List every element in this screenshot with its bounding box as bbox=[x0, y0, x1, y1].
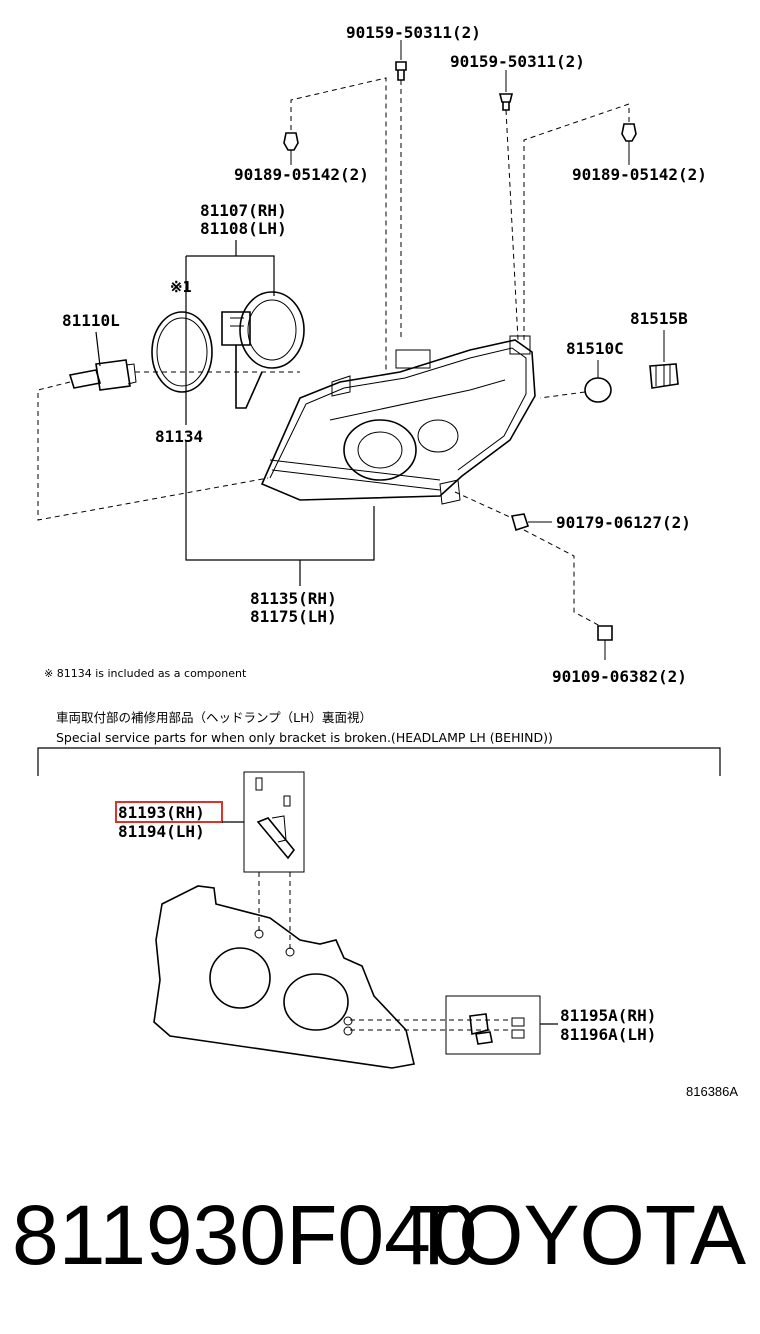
label-81175: 81175(LH) bbox=[250, 607, 337, 626]
clip-90189-left bbox=[283, 132, 299, 165]
brand-name: TOYOTA bbox=[408, 1188, 746, 1282]
caption-bar: 811930F040 TOYOTA bbox=[0, 1180, 760, 1290]
label-90179: 90179-06127(2) bbox=[556, 513, 691, 532]
bracket-81193-part bbox=[255, 777, 296, 860]
label-81110L: 81110L bbox=[62, 311, 120, 330]
label-81135: 81135(RH) bbox=[250, 589, 337, 608]
socket-81515B bbox=[649, 330, 679, 389]
section-frame bbox=[37, 747, 721, 776]
headlamp-back-view bbox=[153, 885, 415, 1069]
label-90109: 90109-06382(2) bbox=[552, 667, 687, 686]
component-note: ※ 81134 is included as a component bbox=[44, 667, 247, 680]
cap-81510C bbox=[584, 360, 612, 403]
label-81194: 81194(LH) bbox=[118, 822, 205, 841]
diagram-reference: 816386A bbox=[686, 1084, 738, 1099]
label-81108: 81108(LH) bbox=[200, 219, 287, 238]
label-90189-left: 90189-05142(2) bbox=[234, 165, 369, 184]
label-90159-left: 90159-50311(2) bbox=[346, 23, 481, 42]
label-90189-right: 90189-05142(2) bbox=[572, 165, 707, 184]
section-title-en: Special service parts for when only brac… bbox=[56, 730, 553, 745]
bolt-90159-left bbox=[395, 40, 407, 81]
parts-diagram: 90159-50311(2) 90159-50311(2) 90189-0514… bbox=[37, 23, 738, 1099]
label-81107: 81107(RH) bbox=[200, 201, 287, 220]
label-81195A: 81195A(RH) bbox=[560, 1006, 656, 1025]
bracket-box-lower bbox=[445, 995, 541, 1055]
label-81134: 81134 bbox=[155, 427, 203, 446]
bulb-81110L bbox=[68, 359, 137, 391]
clip-90189-right bbox=[621, 123, 637, 165]
ballast-unit bbox=[221, 291, 305, 409]
note-marker-1: ※1 bbox=[170, 278, 192, 296]
section-title-jp: 車両取付部の補修用部品（ヘッドランプ（LH）裏面視） bbox=[56, 710, 372, 725]
part-number: 811930F040 bbox=[12, 1188, 478, 1282]
label-81515B: 81515B bbox=[630, 309, 688, 328]
bolt-90159-right bbox=[498, 70, 514, 111]
label-90159-right: 90159-50311(2) bbox=[450, 52, 585, 71]
screw-90109 bbox=[597, 625, 613, 660]
bracket-81195A-part bbox=[469, 1013, 525, 1045]
label-81510C: 81510C bbox=[566, 339, 624, 358]
headlamp-housing bbox=[260, 335, 536, 505]
bracket-box-upper bbox=[243, 771, 305, 873]
label-81196A: 81196A(LH) bbox=[560, 1025, 656, 1044]
gasket-81134 bbox=[151, 311, 213, 393]
highlight-81193 bbox=[115, 801, 223, 823]
label-81193: 81193(RH) bbox=[118, 803, 205, 822]
nut-90179 bbox=[510, 513, 552, 532]
